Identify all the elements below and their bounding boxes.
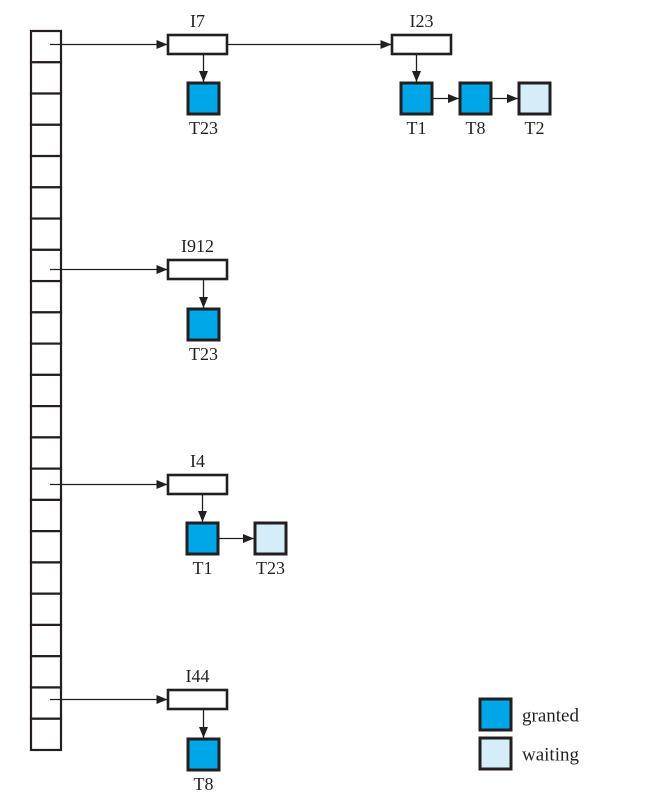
index-box (390, 33, 453, 56)
index-box (166, 33, 229, 56)
index-box (166, 688, 229, 711)
hash-table-cell (29, 123, 63, 158)
lock-square-granted (186, 737, 221, 772)
hash-table-cell (29, 686, 63, 720)
lock-square-granted (186, 307, 221, 342)
hash-table-cell (29, 623, 63, 658)
hash-table-cell (29, 92, 63, 126)
index-box (166, 258, 229, 281)
hash-table-cell (29, 186, 63, 220)
hash-table-cell (29, 311, 63, 345)
hash-table-cell (29, 436, 63, 470)
hash-table-cell (29, 717, 63, 752)
index-box-label: I4 (190, 451, 205, 471)
lock-square-waiting (253, 521, 288, 556)
lock-square-label: T23 (189, 344, 218, 364)
legend-swatch-granted (478, 697, 513, 732)
lock-square-label: T1 (407, 118, 427, 138)
hash-table-cell (29, 279, 63, 314)
hash-table-cell (29, 592, 63, 627)
legend-label: granted (522, 706, 579, 727)
index-box-label: I912 (181, 236, 214, 256)
lock-square-granted (185, 521, 220, 556)
lock-square-label: T23 (256, 558, 285, 578)
hash-table-cell (29, 405, 63, 439)
hash-table-cell (29, 248, 63, 283)
hash-table-cell (29, 154, 63, 189)
hash-table-cell (29, 61, 63, 95)
index-box-label: I23 (410, 11, 434, 31)
index-box (166, 473, 229, 496)
lock-square-label: T8 (466, 118, 486, 138)
lock-square-granted (186, 81, 221, 116)
hash-table-cell (29, 561, 63, 595)
index-box-label: I44 (186, 666, 210, 686)
lock-square-label: T2 (525, 118, 545, 138)
index-box-label: I7 (190, 11, 205, 31)
hash-table-cell (29, 29, 63, 64)
legend-label: waiting (522, 745, 579, 766)
legend-swatch-waiting (478, 736, 513, 771)
hash-table-cell (29, 655, 63, 689)
lock-square-label: T8 (194, 774, 214, 794)
hash-table-cell (29, 342, 63, 376)
hash-table-cell (29, 498, 63, 533)
lock-square-granted (458, 81, 493, 116)
hash-table-cell (29, 373, 63, 408)
lock-square-waiting (517, 81, 552, 116)
hash-table-cell (29, 530, 63, 564)
lock-square-label: T23 (189, 118, 218, 138)
hash-table-cell (29, 217, 63, 251)
lock-square-label: T1 (193, 558, 213, 578)
lock-square-granted (399, 81, 434, 116)
